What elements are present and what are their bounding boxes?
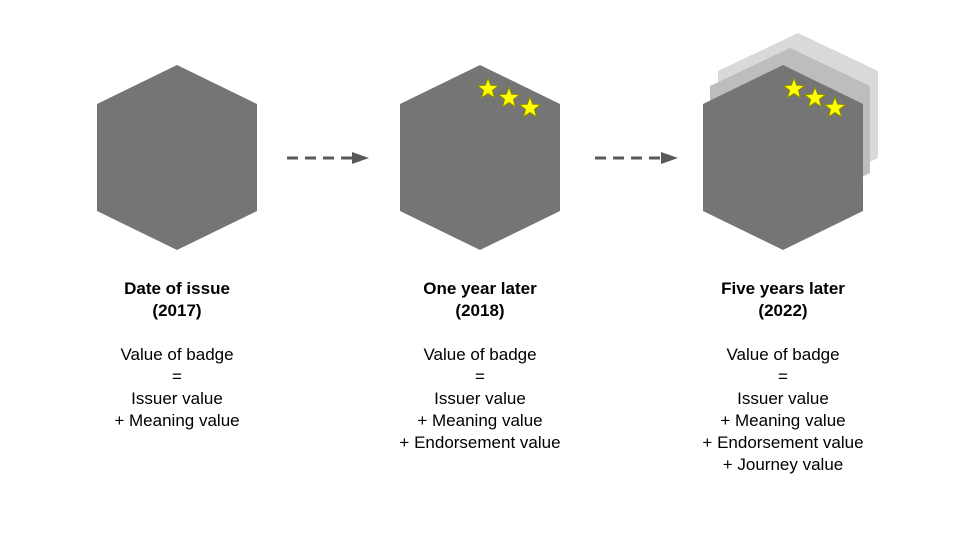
- stage-1-equals: =: [172, 367, 182, 386]
- star-icon: [783, 77, 805, 99]
- star-icon: [804, 86, 826, 108]
- stage-3-badge-hexagon: [703, 65, 863, 250]
- stage-3-component: Issuer value: [737, 389, 829, 408]
- stage-2-badge-hexagon: [400, 65, 560, 250]
- stage-1-year: (2017): [152, 301, 202, 320]
- stage-2-component: Issuer value: [434, 389, 526, 408]
- stage-1-component: Issuer value: [131, 389, 223, 408]
- stage-2-text: One year later (2018) Value of badge = I…: [360, 278, 600, 454]
- stage-3-value-heading: Value of badge: [726, 345, 840, 364]
- stage-2-star-group: [477, 77, 541, 118]
- stage-3-title: Five years later: [721, 279, 845, 298]
- stage-3-component: + Endorsement value: [702, 433, 864, 452]
- stage-1-component: + Meaning value: [114, 411, 240, 430]
- star-icon: [477, 77, 499, 99]
- stage-3-star-group: [783, 77, 846, 118]
- stage-3-equals: =: [778, 367, 788, 386]
- arrow-head-icon: [352, 152, 369, 164]
- stage-2-value-heading: Value of badge: [423, 345, 537, 364]
- star-icon: [519, 96, 541, 118]
- stage-1-title: Date of issue: [124, 279, 230, 298]
- star-icon: [824, 96, 846, 118]
- stage-3-text: Five years later (2022) Value of badge =…: [663, 278, 903, 476]
- stage-2-title: One year later: [423, 279, 537, 298]
- stage-1-value-heading: Value of badge: [120, 345, 234, 364]
- arrow-stage-1-to-2: [287, 152, 369, 164]
- stage-3-component: + Journey value: [722, 455, 844, 474]
- stage-3-year: (2022): [758, 301, 808, 320]
- stage-1-text: Date of issue (2017) Value of badge = Is…: [57, 278, 297, 432]
- stage-1-badge-hexagon: [97, 65, 257, 250]
- star-icon: [498, 86, 520, 108]
- stage-2-year: (2018): [455, 301, 505, 320]
- stage-2-equals: =: [475, 367, 485, 386]
- stage-3-component: + Meaning value: [720, 411, 846, 430]
- stage-2-component: + Endorsement value: [399, 433, 561, 452]
- arrow-stage-2-to-3: [595, 152, 678, 164]
- stage-2-component: + Meaning value: [417, 411, 543, 430]
- arrow-head-icon: [661, 152, 678, 164]
